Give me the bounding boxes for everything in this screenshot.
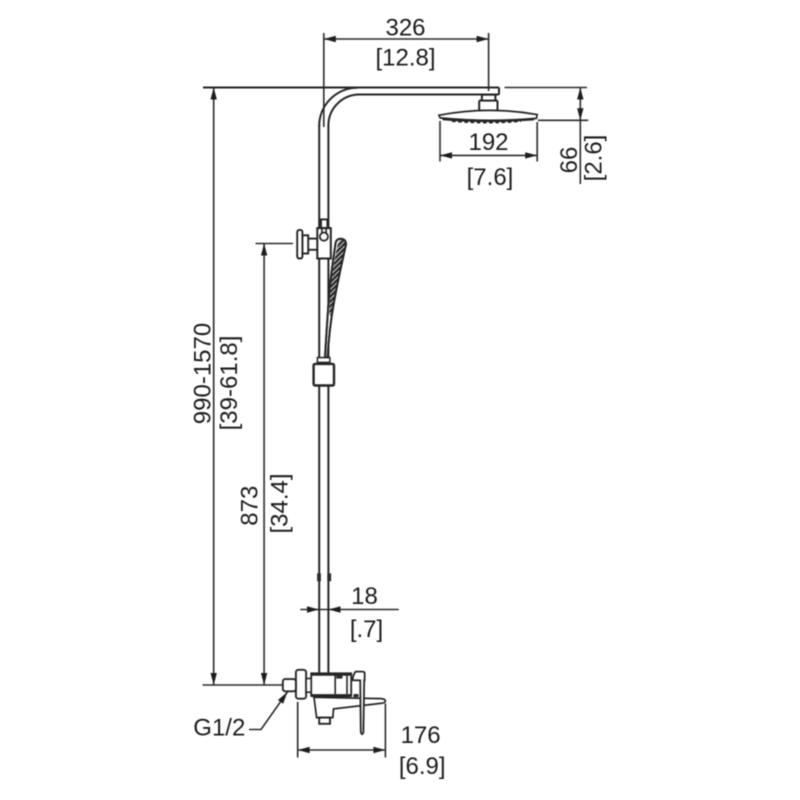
svg-text:[2.6]: [2.6] (580, 135, 607, 182)
svg-text:[6.9]: [6.9] (399, 753, 446, 780)
svg-text:[34.4]: [34.4] (266, 473, 293, 533)
svg-text:990-1570: 990-1570 (190, 323, 217, 424)
svg-text:[.7]: [.7] (350, 616, 383, 643)
svg-text:873: 873 (236, 486, 263, 526)
svg-text:66: 66 (556, 147, 583, 174)
svg-text:[7.6]: [7.6] (467, 164, 514, 191)
svg-text:[12.8]: [12.8] (375, 45, 435, 72)
svg-text:326: 326 (385, 14, 425, 41)
svg-text:176: 176 (401, 722, 441, 749)
svg-text:192: 192 (468, 129, 508, 156)
svg-text:G1/2: G1/2 (193, 714, 245, 741)
svg-text:[39-61.8]: [39-61.8] (216, 336, 243, 431)
svg-text:18: 18 (351, 583, 378, 610)
